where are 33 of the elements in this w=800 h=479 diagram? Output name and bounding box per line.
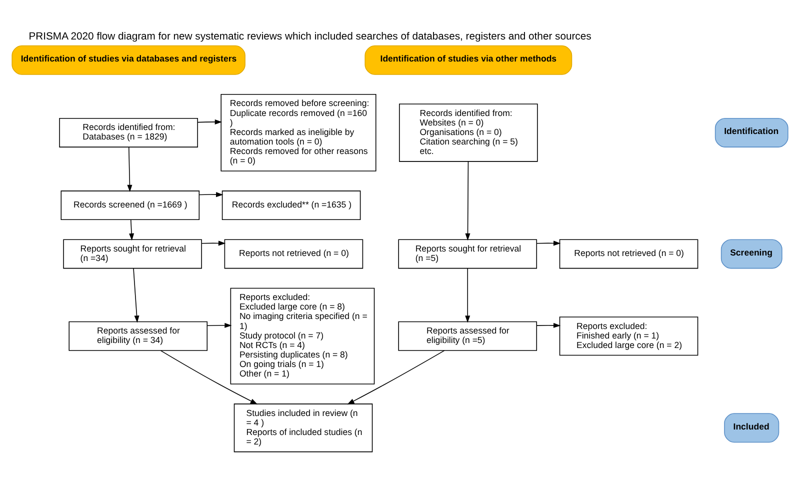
node-box: Reports sought for retrieval (n =34): [63, 238, 202, 268]
arrow: [536, 322, 561, 328]
arrow: [197, 118, 222, 124]
node-box: Screening: [720, 238, 782, 268]
node-box: Studies included in review (n = 4 ) Reports of included studies (n = 2): [234, 403, 373, 452]
node-box: Records removed before screening: Duplicate records removed (n =160 ) Records marked as ineligible by automation tools (n = 0) Records removed for other reasons (n = 0): [220, 94, 376, 171]
arrow: [201, 240, 226, 246]
node-box: Reports sought for retrieval (n =5): [398, 238, 538, 268]
arrow: [127, 146, 132, 192]
arrow: [465, 268, 470, 322]
node-box: Records identified from: Databases (n = 1829): [59, 117, 198, 147]
arrow: [160, 350, 258, 404]
arrow: [199, 192, 224, 197]
node-box: Records excluded** (n =1635 ): [222, 190, 361, 220]
node-box: Reports not retrieved (n = 0): [559, 238, 698, 268]
node-box: Identification of studies via other methods: [364, 44, 572, 74]
node-box: Reports excluded: Excluded large core (n = 8) No imaging criteria specified (n = 1) Study protocol (n = 7) Not RCTs (n = 4) Persisting duplicates (n = 8) On going trials (n = 1) Other (n = 1): [230, 287, 375, 384]
arrow: [129, 218, 134, 240]
node-box: Reports assessed for eligibility (n =5): [398, 320, 538, 350]
node-box: Records screened (n =1669 ): [60, 190, 200, 220]
node-box: Identification of studies via databases and registers: [12, 44, 246, 74]
diagram-title: PRISMA 2020 flow diagram for new systematic reviews which included searches of databases, registers and other sources: [28, 31, 592, 42]
arrow: [206, 322, 232, 328]
node-box: Reports assessed for eligibility (n = 34): [68, 320, 208, 350]
node-box: Identification: [714, 117, 788, 147]
arrow: [465, 160, 470, 240]
node-box: Included: [724, 412, 780, 442]
node-box: Reports not retrieved (n = 0): [224, 238, 364, 268]
arrow: [133, 268, 140, 322]
node-box: Reports excluded: Finished early (n = 1) Excluded large core (n = 2): [559, 316, 698, 356]
node-box: Records identified from: Websites (n = 0) Organisations (n = 0) Citation searching (n = 5) etc.: [399, 103, 538, 162]
arrow: [347, 350, 445, 404]
arrow: [536, 240, 561, 246]
